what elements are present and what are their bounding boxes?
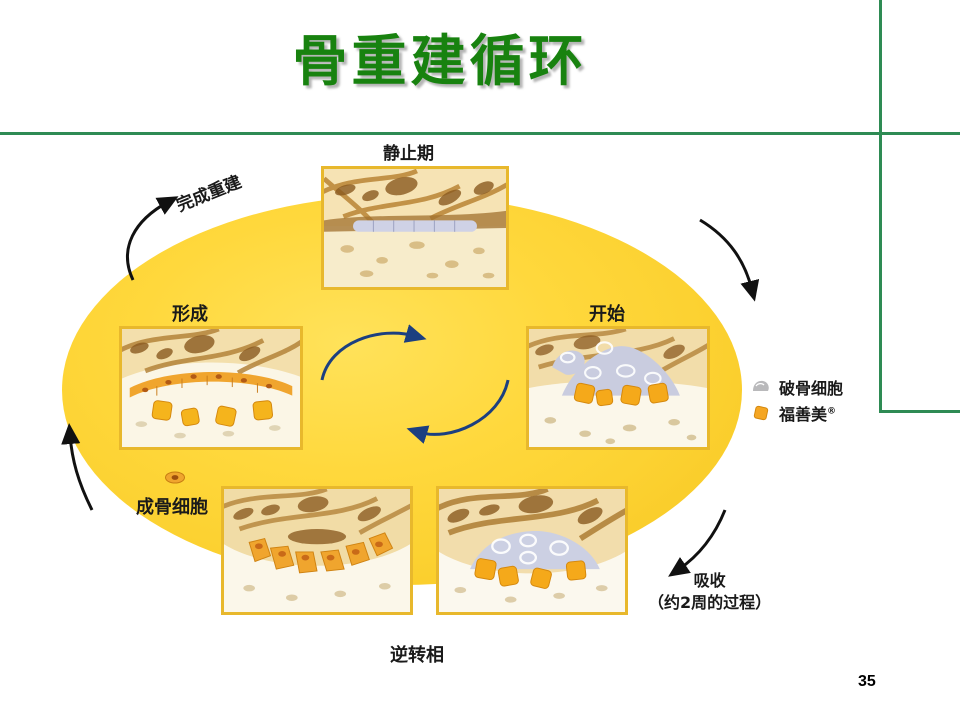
osteoblast-cell-icon bbox=[165, 471, 185, 484]
label-formation: 形成 bbox=[172, 304, 208, 325]
legend-item-osteoclast: 破骨细胞 bbox=[751, 374, 876, 400]
quiescent-bone-image bbox=[321, 166, 509, 290]
header-divider-line bbox=[0, 132, 960, 135]
label-reversal-phase: 逆转相 bbox=[390, 645, 444, 666]
page-title: 骨重建循环 bbox=[292, 29, 588, 93]
initiation-bone-image bbox=[526, 326, 710, 450]
right-vertical-line bbox=[879, 0, 882, 412]
label-quiescent-phase: 静止期 bbox=[383, 144, 434, 164]
label-complete-remodeling: 完成重建 bbox=[173, 172, 245, 217]
legend-registered-mark: ® bbox=[827, 406, 837, 417]
label-resorption-title: 吸收 bbox=[693, 571, 726, 590]
page-number: 35 bbox=[858, 673, 876, 690]
legend-label-osteoclast: 破骨细胞 bbox=[779, 379, 844, 398]
fosamax-diamond-icon bbox=[753, 405, 769, 421]
legend-item-fosamax: 福善美® bbox=[751, 400, 876, 426]
reversal-bone-image bbox=[221, 486, 413, 615]
label-initiation: 开始 bbox=[589, 304, 625, 325]
label-resorption-subtitle: （约2周的过程） bbox=[648, 592, 772, 612]
right-horizontal-line bbox=[879, 410, 960, 413]
label-osteoblast: 成骨细胞 bbox=[136, 497, 208, 518]
osteoclast-blob-icon bbox=[753, 380, 769, 391]
legend-label-fosamax: 福善美® bbox=[779, 401, 836, 425]
legend-label-fosamax-text: 福善美 bbox=[779, 405, 828, 424]
legend: 破骨细胞 福善美® bbox=[751, 374, 876, 426]
resorption-bone-image bbox=[436, 486, 628, 615]
formation-bone-image bbox=[119, 326, 303, 450]
label-resorption: 吸收 （约2周的过程） bbox=[648, 570, 771, 613]
